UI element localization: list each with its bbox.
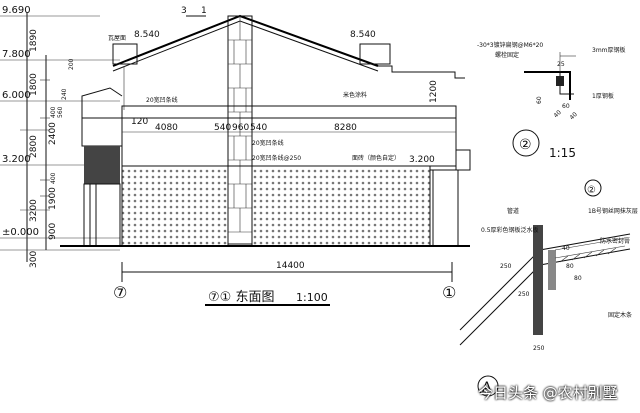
- detailA-circle2: ②: [587, 185, 596, 196]
- note-color-paint: 米色涂料: [343, 91, 367, 99]
- main-roof: [112, 14, 465, 110]
- left-inner-dim-400b: 400: [50, 172, 57, 184]
- detail2-sheet-label: 3mm厚钢板: [592, 46, 626, 54]
- span-4080: 4080: [155, 123, 178, 133]
- section-mark-1: 1: [201, 6, 207, 16]
- left-inner-dim-560: 560: [57, 106, 64, 118]
- note-line-20b: 20宽凹条线: [252, 139, 284, 147]
- left-dimension-strip: 9.690 7.800 6.000 3.200 ±0.000 1890 1800…: [0, 5, 120, 268]
- detailA-dim-80b: 80: [574, 275, 582, 282]
- detail2-dim-40b: 40: [568, 111, 578, 121]
- detail2-angle-label: -30*3镀锌扁钢@M6*20: [477, 41, 543, 49]
- left-dim-1900: 1900: [48, 187, 58, 210]
- left-annex: [81, 87, 123, 247]
- axis-7: ⑦: [113, 283, 127, 302]
- detail2-sheet2-label: 1厚钢板: [592, 92, 614, 100]
- right-dim-1200: 1200: [429, 80, 439, 103]
- detailA-dim-250b: 250: [518, 291, 530, 298]
- detailA-waterproof-label: 0.5厚彩色钢板泛水板: [481, 226, 539, 234]
- detailA-dim-40: 40: [562, 245, 570, 252]
- section-mark-3: 3: [181, 6, 187, 16]
- drawing-title: ⑦① 东面图 1:100: [205, 290, 330, 306]
- note-wall-tile: 面砖（颜色自定）: [352, 154, 400, 162]
- detail2-dim-25: 25: [557, 61, 565, 68]
- span-8280: 8280: [334, 123, 357, 133]
- left-dim-2400: 2400: [48, 122, 58, 145]
- detailA-steel-label: 1B号钢丝网抹灰层: [588, 207, 638, 215]
- detailA-pipe-label: 管道: [507, 207, 519, 215]
- lower-wall: [60, 149, 471, 247]
- left-inner-dim-240: 240: [61, 88, 68, 100]
- detailA-dim-250c: 250: [533, 345, 545, 352]
- left-inner-dim-400a: 400: [50, 106, 57, 118]
- title-text: ⑦① 东面图: [208, 290, 274, 305]
- bottom-dimension: 14400 ⑦ ①: [113, 261, 456, 302]
- detail2-dim-60a: 60: [536, 96, 543, 104]
- detailA-circle: A: [482, 380, 492, 396]
- left-inner-dim-200: 200: [68, 58, 75, 70]
- watermark: 今日头条 @农村别墅: [478, 384, 618, 402]
- left-dim-3200: 3200: [29, 199, 39, 222]
- left-dim-900: 900: [48, 223, 58, 240]
- left-dim-300: 300: [29, 251, 39, 268]
- note-line-20c: 20宽凹条线@250: [252, 154, 301, 162]
- note-tile-roof: 瓦屋面: [108, 35, 126, 42]
- detail2-bolt-label: 螺栓固定: [495, 51, 519, 59]
- left-dim-2800: 2800: [29, 135, 39, 158]
- axis-1: ①: [442, 283, 456, 302]
- detailA-dim-80a: 80: [566, 263, 574, 270]
- detail2-dim-40a: 40: [552, 109, 562, 119]
- detail2-dim-60b: 60: [562, 103, 570, 110]
- total-length: 14400: [276, 261, 305, 271]
- level-9690: 9.690: [2, 5, 31, 16]
- detail2-scale: 1:15: [549, 146, 576, 160]
- detailA-seal-label: 防水密封膏: [600, 237, 630, 245]
- level-3200: 3.200: [2, 154, 31, 165]
- title-scale: 1:100: [296, 291, 328, 304]
- detail-2: -30*3镀锌扁钢@M6*20 螺栓固定 3mm厚钢板 1厚钢板 25 60 6…: [477, 41, 626, 160]
- detail2-circle: ②: [519, 137, 532, 153]
- span-540b: 540: [250, 123, 267, 133]
- left-dim-1800: 1800: [29, 73, 39, 96]
- detail-a: ② 管道 1B号钢丝网抹灰层 0.5厚彩色钢板泛水板 防水密封膏 固定木条 25…: [459, 179, 638, 397]
- span-960: 960: [232, 123, 249, 133]
- level-7800: 7.800: [2, 49, 31, 60]
- chimney: [227, 15, 253, 245]
- roof-level-left: 8.540: [134, 30, 160, 40]
- elevation-annotations: 瓦屋面 8.540 8.540 3 1 20宽凹条线 米色涂料 20宽凹条线 2…: [108, 6, 456, 165]
- dim-120: 120: [131, 117, 148, 127]
- left-dim-1890: 1890: [29, 29, 39, 52]
- roof-level-right: 8.540: [350, 30, 376, 40]
- note-line-20a: 20宽凹条线: [146, 96, 178, 104]
- level-0000: ±0.000: [2, 227, 39, 238]
- level-6000: 6.000: [2, 90, 31, 101]
- span-540a: 540: [214, 123, 231, 133]
- detailA-fixing-label: 固定木条: [608, 311, 632, 319]
- detailA-dim-250a: 250: [500, 263, 512, 270]
- eave-level-3200: 3.200: [409, 155, 435, 165]
